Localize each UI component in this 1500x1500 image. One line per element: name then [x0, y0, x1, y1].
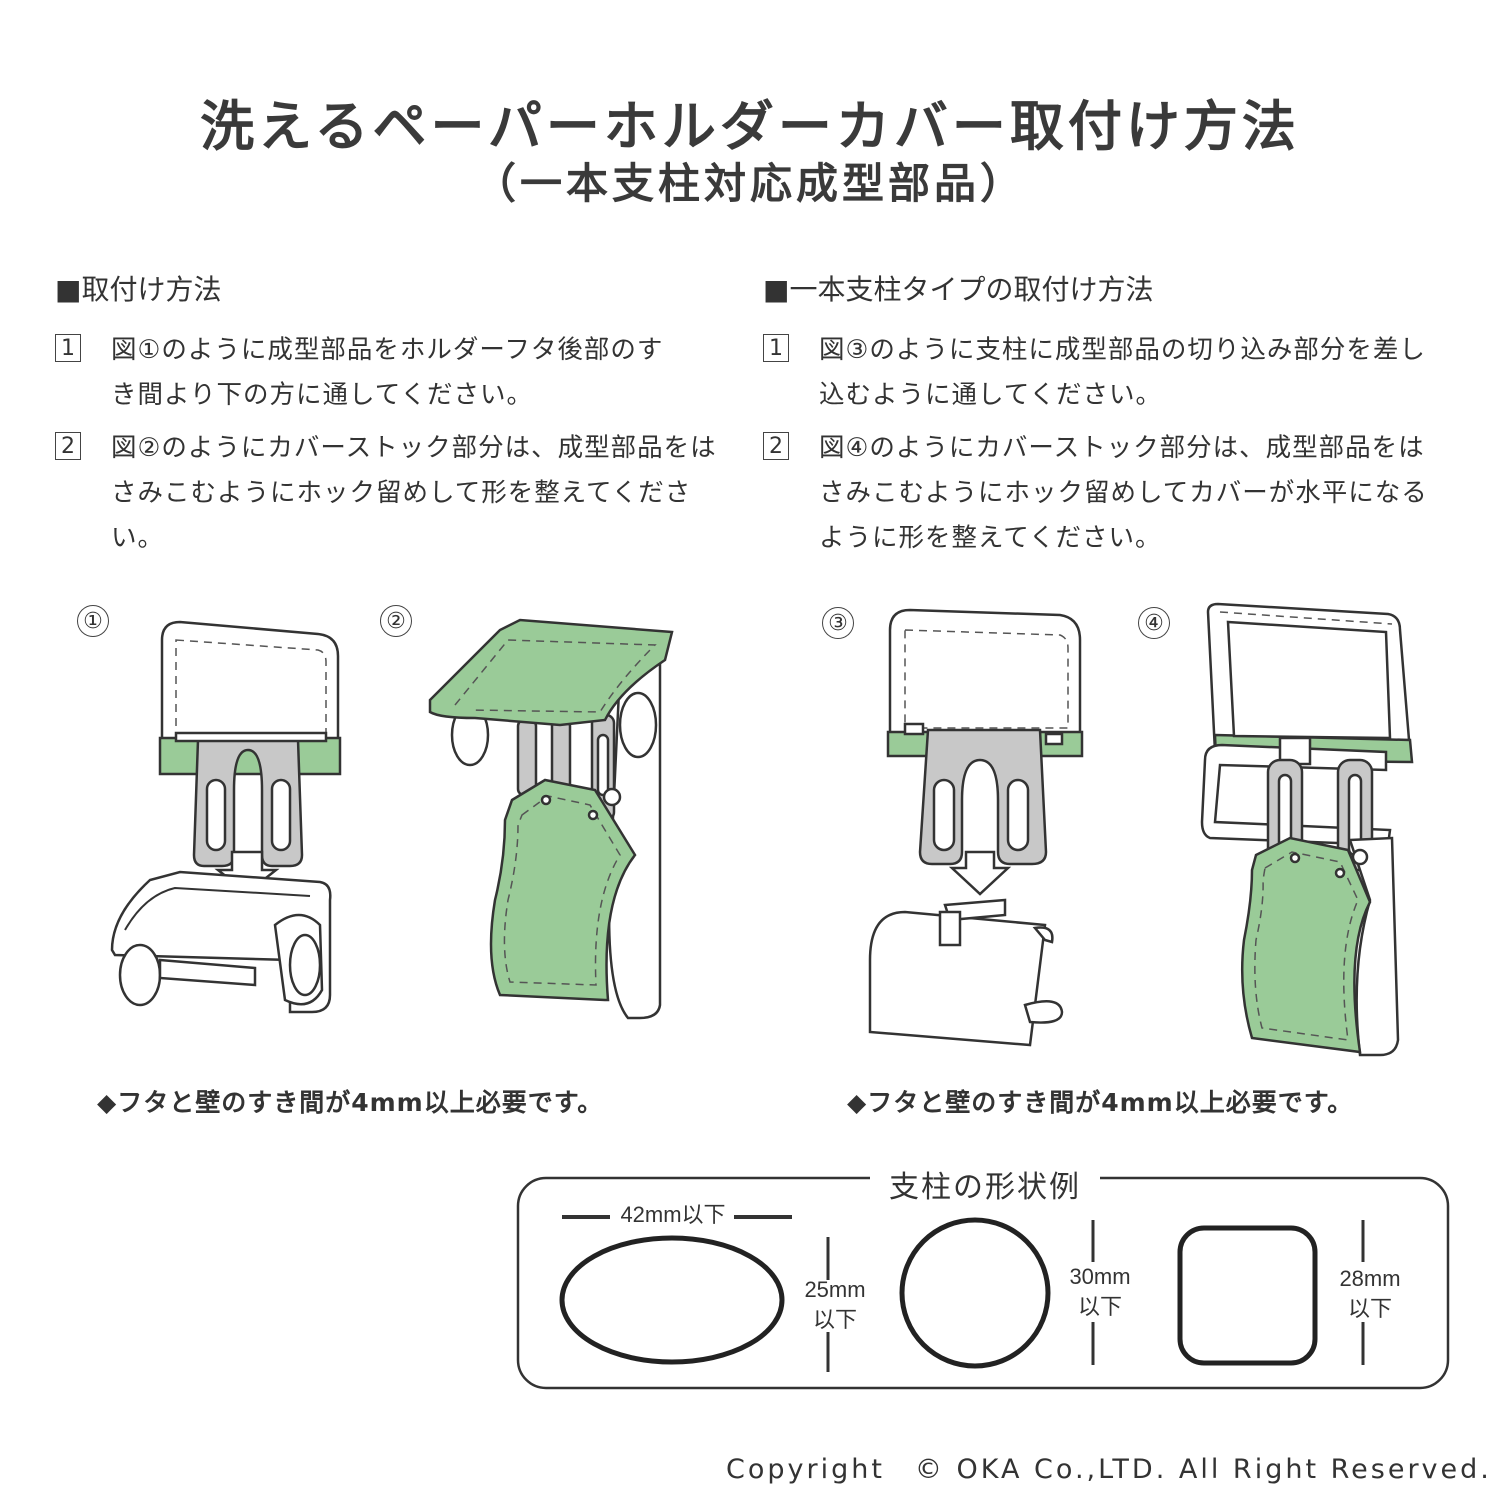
- figure-1-label: ①: [77, 605, 109, 637]
- left-step-2: 2 図②のようにカバーストック部分は、成型部品をはさみこむようにホック留めして形…: [55, 426, 745, 561]
- step-text: 図①のように成型部品をホルダーフタ後部のすき間より下の方に通してください。: [111, 335, 664, 410]
- left-section-heading: ■取付け方法: [55, 273, 222, 306]
- right-section-heading: ■一本支柱タイプの取付け方法: [763, 273, 1154, 306]
- right-step-2: 2 図④のようにカバーストック部分は、成型部品をはさみこむようにホック留めしてカ…: [763, 426, 1453, 561]
- left-instructions: ■取付け方法 1 図①のように成型部品をホルダーフタ後部のすき間より下の方に通し…: [55, 268, 745, 569]
- right-note: ◆フタと壁のすき間が4mm以上必要です。: [847, 1088, 1354, 1117]
- figure-3-illustration: [868, 608, 1084, 1047]
- dim-value: 30mm: [1069, 1264, 1131, 1289]
- step-number-box: 2: [763, 432, 789, 460]
- pole-shape-examples: [516, 1176, 1450, 1390]
- dim-value: 25mm: [804, 1277, 866, 1302]
- page-title: 洗えるペーパーホルダーカバー取付け方法: [200, 95, 1300, 158]
- dim-suffix: 以下: [812, 1307, 857, 1332]
- figure-1-illustration: [110, 620, 342, 1014]
- dim-suffix: 以下: [1077, 1294, 1122, 1319]
- oval-height-label: 25mm 以下: [795, 1275, 875, 1335]
- right-instructions: ■一本支柱タイプの取付け方法 1 図③のように支柱に成型部品の切り込み部分を差し…: [763, 268, 1453, 569]
- oval-width-label: 42mm以下: [620, 1202, 726, 1227]
- right-step-1: 1 図③のように支柱に成型部品の切り込み部分を差し込むように通してください。: [763, 328, 1453, 418]
- left-note: ◆フタと壁のすき間が4mm以上必要です。: [97, 1088, 604, 1117]
- left-step-1: 1 図①のように成型部品をホルダーフタ後部のすき間より下の方に通してください。: [55, 328, 745, 418]
- page-subtitle: （一本支柱対応成型部品）: [473, 159, 1026, 208]
- step-number-box: 1: [55, 334, 81, 362]
- figure-4-illustration: [1200, 602, 1414, 1057]
- step-number-box: 2: [55, 432, 81, 460]
- shapes-box-title: 支柱の形状例: [870, 1162, 1100, 1206]
- step-text: 図②のようにカバーストック部分は、成型部品をはさみこむようにホック留めして形を整…: [111, 433, 717, 553]
- circle-height-label: 30mm 以下: [1060, 1262, 1140, 1322]
- copyright: Copyright © OKA Co.,LTD. All Right Reser…: [726, 1454, 1492, 1485]
- dim-value: 28mm: [1339, 1266, 1401, 1291]
- figure-2-label: ②: [380, 605, 412, 637]
- figure-2-illustration: [428, 618, 674, 1020]
- step-text: 図③のように支柱に成型部品の切り込み部分を差し込むように通してください。: [819, 335, 1426, 410]
- square-height-label: 28mm 以下: [1330, 1264, 1410, 1324]
- figure-3-label: ③: [822, 607, 854, 639]
- dim-suffix: 以下: [1347, 1296, 1392, 1321]
- step-text: 図④のようにカバーストック部分は、成型部品をはさみこむようにホック留めしてカバー…: [819, 433, 1428, 553]
- figure-4-label: ④: [1138, 607, 1170, 639]
- step-number-box: 1: [763, 334, 789, 362]
